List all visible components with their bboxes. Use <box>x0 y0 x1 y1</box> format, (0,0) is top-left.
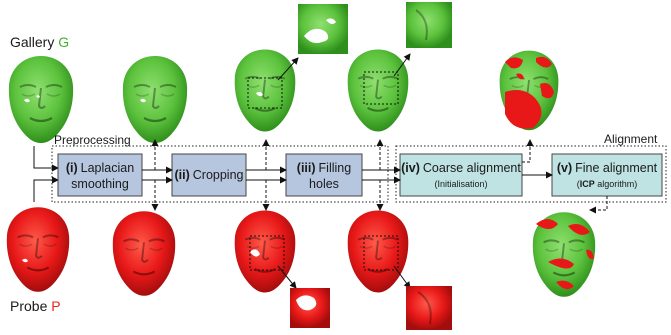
step-cropping: (ii)Cropping <box>171 153 247 197</box>
svg-text:smoothing: smoothing <box>71 177 129 191</box>
svg-text:(v)Fine alignment: (v)Fine alignment <box>557 161 658 175</box>
gallery-label: Gallery G <box>10 34 69 50</box>
probe-face-cropped <box>233 209 297 294</box>
probe-face-raw <box>5 206 71 293</box>
step-coarse-alignment: (iv)Coarse alignment (Initialisation) <box>399 153 523 197</box>
gallery-hole-raw <box>24 95 40 103</box>
gallery-zoom-arrow-cropped <box>277 57 299 81</box>
gallery-filled-zoom-box <box>363 71 399 105</box>
probe-hole-cropped <box>250 249 260 257</box>
svg-text:(Initialisation): (Initialisation) <box>434 179 487 189</box>
probe-zoom-arrow-cropped <box>277 265 297 289</box>
svg-text:(ii)Cropping: (ii)Cropping <box>174 168 243 182</box>
step-laplacian-smoothing: (i)Laplacian smoothing <box>57 153 143 197</box>
probe-face-smoothed <box>111 210 177 297</box>
gallery-face-raw <box>7 54 75 144</box>
preprocessing-group-frame <box>51 145 389 203</box>
probe-crop-zoom-box <box>249 235 285 271</box>
gallery-crop-zoom-box <box>247 77 283 109</box>
fine-aligned-red-patches <box>536 219 594 290</box>
gallery-face-smoothed <box>121 54 189 144</box>
probe-zoom-nose <box>417 291 432 325</box>
gallery-zoom-hole <box>304 18 336 44</box>
svg-text:(iii)Filling: (iii)Filling <box>297 161 351 175</box>
svg-text:holes: holes <box>309 177 339 191</box>
gallery-zoom-arrow-filled <box>393 53 411 77</box>
gallery-hole-cropped <box>256 91 263 97</box>
alignment-group-frame <box>395 145 667 203</box>
svg-text:(ICP algorithm): (ICP algorithm) <box>577 179 638 189</box>
alignment-group-label: Alignment <box>604 132 658 146</box>
probe-zoom-arrow-filled <box>393 265 411 289</box>
gallery-face-filled <box>346 48 410 133</box>
probe-filled-zoom-box <box>363 235 399 271</box>
gallery-input-line <box>33 146 59 172</box>
preprocessing-group-label: Preprocessing <box>54 133 131 147</box>
probe-input-line <box>33 176 59 202</box>
gallery-zoom-inset-holes <box>298 4 348 54</box>
gallery-zoom-inset-filled <box>406 2 452 48</box>
svg-text:(iv)Coarse alignment: (iv)Coarse alignment <box>401 161 521 175</box>
probe-zoom-hole <box>296 295 317 311</box>
gallery-hole-smoothed <box>140 98 146 103</box>
probe-hole-raw <box>22 258 28 263</box>
step-fine-alignment: (v)Fine alignment (ICP algorithm) <box>551 153 663 197</box>
svg-text:(i)Laplacian: (i)Laplacian <box>66 161 134 175</box>
probe-face-filled <box>346 209 410 294</box>
output-arrows <box>151 139 608 214</box>
step-filling-holes: (iii)Filling holes <box>285 153 363 197</box>
probe-zoom-inset-filled <box>406 286 452 330</box>
gallery-face-cropped <box>233 48 297 133</box>
gallery-zoom-nose <box>415 9 428 41</box>
probe-label: Probe P <box>10 298 61 314</box>
coarse-aligned-red-patches <box>505 56 554 129</box>
